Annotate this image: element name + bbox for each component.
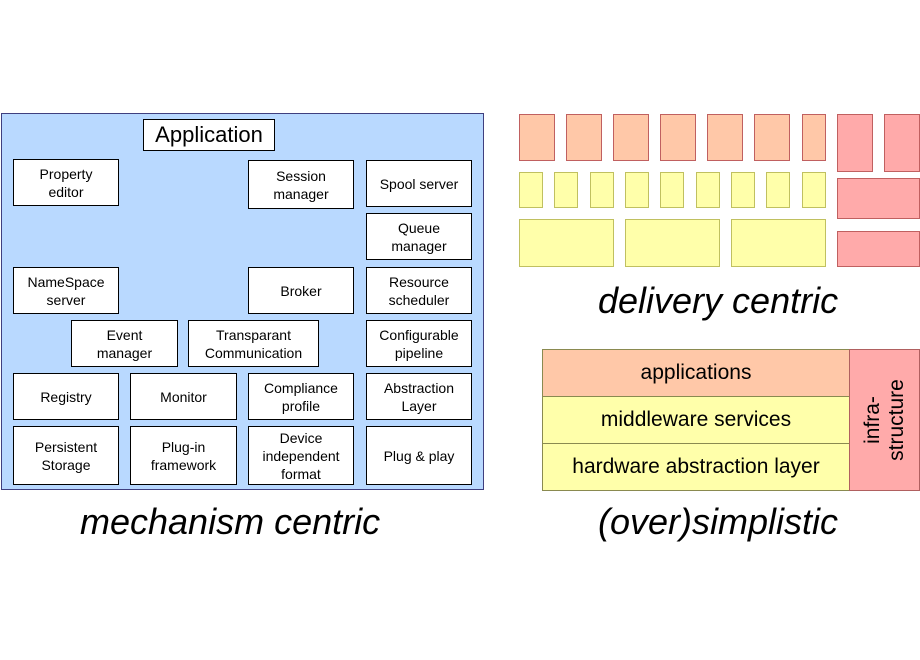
delivery-tile: [660, 172, 684, 208]
plug-and-play-box: Plug & play: [366, 426, 472, 485]
delivery-tile: [837, 178, 920, 219]
namespace-server-box: NameSpace server: [13, 267, 119, 314]
configurable-pipeline-box: Configurable pipeline: [366, 320, 472, 367]
delivery-tile: [707, 114, 743, 161]
delivery-tile: [731, 219, 826, 267]
simplistic-caption: (over)simplistic: [598, 501, 839, 542]
delivery-tile: [625, 219, 720, 267]
delivery-tile: [554, 172, 578, 208]
delivery-tile: [696, 172, 720, 208]
event-manager-box: Event manager: [71, 320, 178, 367]
monitor-box: Monitor: [130, 373, 237, 420]
infrastructure-label: infra- structure: [860, 379, 908, 461]
delivery-tile: [613, 114, 649, 161]
delivery-tile: [837, 114, 873, 172]
infrastructure-column: infra- structure: [849, 349, 920, 491]
application-title: Application: [143, 119, 275, 151]
delivery-tile: [837, 231, 920, 267]
delivery-tile: [519, 172, 543, 208]
delivery-tile: [566, 114, 602, 161]
delivery-tile: [802, 114, 826, 161]
delivery-tile: [766, 172, 790, 208]
delivery-tile: [519, 219, 614, 267]
applications-layer: applications: [542, 349, 850, 397]
delivery-tile: [802, 172, 826, 208]
delivery-tile: [590, 172, 614, 208]
persistent-storage-box: Persistent Storage: [13, 426, 119, 485]
hardware-abstraction-layer: hardware abstraction layer: [542, 443, 850, 491]
delivery-tile: [660, 114, 696, 161]
delivery-tile: [519, 114, 555, 161]
middleware-services-layer: middleware services: [542, 396, 850, 444]
delivery-tile: [754, 114, 790, 161]
device-independent-format-box: Device independent format: [248, 426, 354, 485]
mechanism-centric-caption: mechanism centric: [80, 501, 381, 542]
resource-scheduler-box: Resource scheduler: [366, 267, 472, 314]
broker-box: Broker: [248, 267, 354, 314]
registry-box: Registry: [13, 373, 119, 420]
delivery-centric-caption: delivery centric: [598, 280, 839, 321]
session-manager-box: Session manager: [248, 160, 354, 209]
delivery-tile: [625, 172, 649, 208]
queue-manager-box: Queue manager: [366, 213, 472, 260]
abstraction-layer-box: Abstraction Layer: [366, 373, 472, 420]
property-editor-box: Property editor: [13, 159, 119, 206]
compliance-profile-box: Compliance profile: [248, 373, 354, 420]
delivery-tile: [884, 114, 920, 172]
plugin-framework-box: Plug-in framework: [130, 426, 237, 485]
mechanism-centric-panel: Application Property editor Session mana…: [1, 113, 484, 490]
delivery-tile: [731, 172, 755, 208]
transparant-communication-box: Transparant Communication: [188, 320, 319, 367]
spool-server-box: Spool server: [366, 160, 472, 207]
